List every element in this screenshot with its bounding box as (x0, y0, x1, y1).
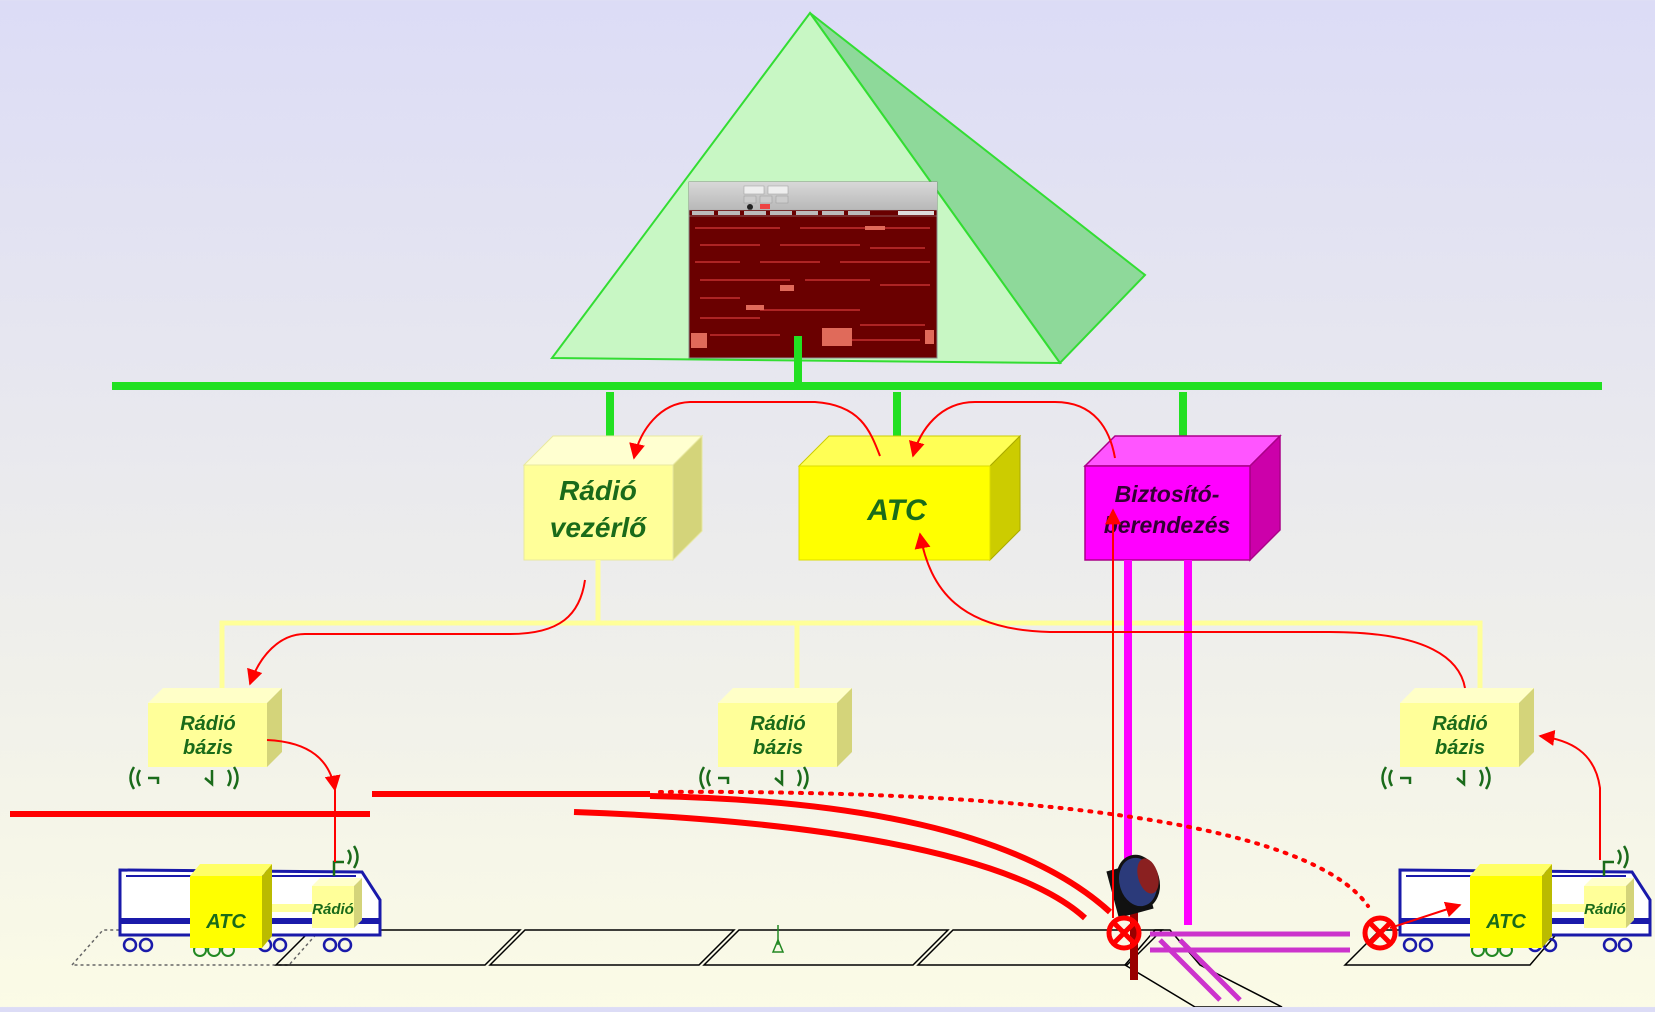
antenna-icon (1602, 845, 1629, 876)
track-occupancy-red (10, 791, 1113, 921)
base-station-3-label-1: Rádió (1432, 713, 1488, 735)
base-station-1-label-2: bázis (183, 737, 233, 759)
radio-base-station-1: Rádió bázis (129, 688, 282, 790)
interlocking-label-1: Biztosító- (1115, 481, 1220, 507)
information-flow-arrows (247, 401, 1601, 929)
track-marker-icon (771, 925, 785, 953)
antenna-icon (1381, 766, 1491, 790)
train-right-atc-label: ATC (1485, 911, 1526, 933)
signal-post (1106, 854, 1160, 980)
movement-authority-dotted (658, 789, 1370, 908)
radio-controller-label-2: vezérlő (550, 512, 647, 543)
train-left: ATC Rádió (118, 845, 382, 957)
stop-marker-icon (1106, 915, 1142, 951)
train-left-atc-label: ATC (205, 911, 246, 933)
radio-distribution-lines (219, 560, 1483, 688)
stop-marker-icon (1362, 915, 1398, 951)
radio-base-station-2: Rádió bázis (699, 688, 852, 790)
interlocking-label-2: berendezés (1104, 512, 1231, 538)
radio-controller-box: Rádió vezérlő (522, 434, 704, 562)
train-right-radio-label: Rádió (1584, 901, 1626, 918)
control-center-screen (688, 181, 938, 359)
atc-central-box: ATC (797, 434, 1022, 562)
switch-magenta (1150, 931, 1350, 1002)
antenna-icon (699, 766, 809, 790)
base-station-3-label-2: bázis (1435, 737, 1485, 759)
train-left-radio-label: Rádió (312, 901, 354, 918)
radio-controller-label-1: Rádió (559, 475, 637, 506)
atc-central-label: ATC (866, 494, 928, 527)
track-sections (70, 929, 1562, 1008)
base-station-2-label-2: bázis (753, 737, 803, 759)
train-right: ATC Rádió (1398, 845, 1652, 957)
antenna-icon (129, 766, 239, 790)
radio-base-station-3: Rádió bázis (1381, 688, 1534, 790)
base-station-1-label-1: Rádió (180, 713, 236, 735)
base-station-2-label-1: Rádió (750, 713, 806, 735)
network-bus (112, 336, 1602, 438)
